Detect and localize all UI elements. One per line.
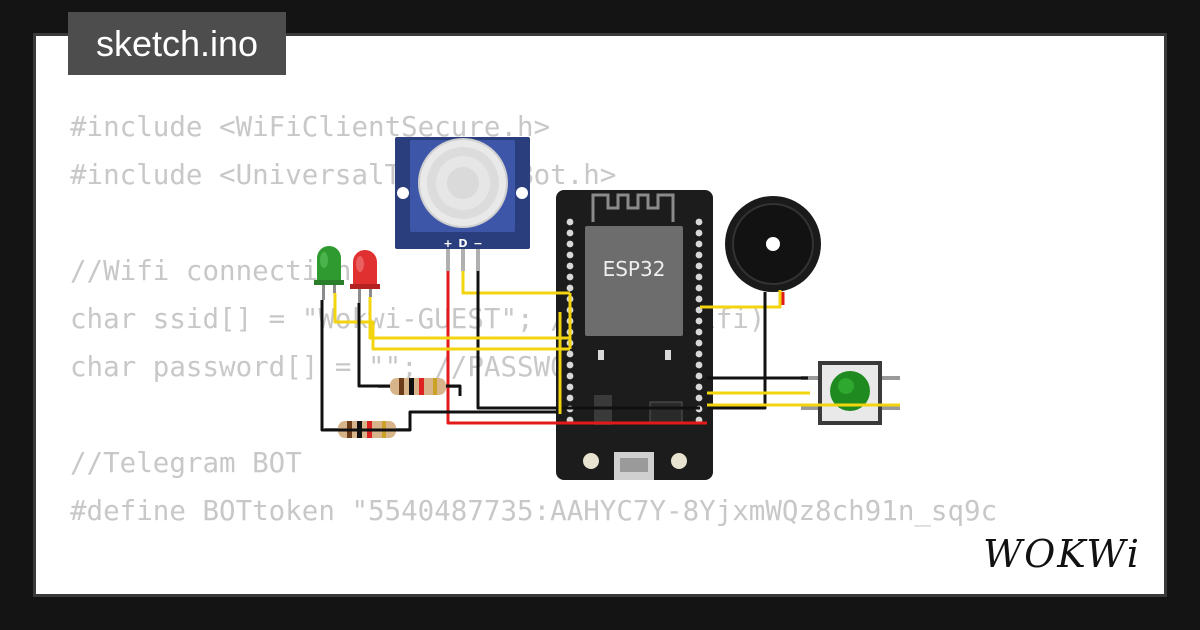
header-pin [566, 394, 574, 402]
wire-led-red [368, 297, 570, 340]
header-pin [695, 218, 703, 226]
wires [320, 271, 900, 432]
header-pin [695, 328, 703, 336]
pir-pin-data-label: D [458, 237, 467, 250]
header-pin [695, 295, 703, 303]
push-button[interactable] [801, 361, 900, 425]
file-tab[interactable]: sketch.ino [68, 12, 286, 75]
header-pin [695, 273, 703, 281]
header-pin [566, 262, 574, 270]
header-pin [695, 251, 703, 259]
code-editor: #include <WiFiClientSecure.h>#include <U… [70, 103, 998, 594]
wire-buzzer-gnd [708, 292, 767, 410]
pir-pin-gnd-label: − [473, 237, 482, 250]
header-pin [695, 383, 703, 391]
pir-pin-vcc-label: + [443, 237, 452, 250]
header-pin [566, 218, 574, 226]
code-line: //Telegram BOT [70, 447, 302, 479]
wire-resistor-1-out [446, 384, 462, 396]
header-pin [566, 240, 574, 248]
header-pin [566, 350, 574, 358]
pir-pin-labels: + D − [443, 237, 482, 250]
wire-buzzer-signal [700, 290, 782, 309]
code-preview-frame: #include <WiFiClientSecure.h>#include <U… [33, 33, 1167, 597]
header-pin [566, 284, 574, 292]
header-pin [566, 372, 574, 380]
red-led[interactable] [350, 250, 380, 303]
header-pin [566, 383, 574, 391]
header-pin [695, 229, 703, 237]
esp32-board[interactable]: ESP32 [556, 190, 713, 480]
header-pin [566, 229, 574, 237]
wire-led-green [333, 293, 570, 351]
header-pin [695, 361, 703, 369]
code-line: WiFiClientSecure client; [70, 583, 997, 594]
wire-resistor-1 [357, 303, 390, 388]
esp32-chip-label: ESP32 [603, 257, 666, 281]
wire-pir-vcc [446, 271, 707, 425]
header-pin [695, 350, 703, 358]
header-pin [695, 372, 703, 380]
header-pin [695, 317, 703, 325]
header-pin [695, 284, 703, 292]
wokwi-logo: WOKWi [983, 532, 1141, 576]
wire-pir-data [461, 271, 570, 295]
wire-gnd-return [320, 300, 560, 432]
pir-sensor[interactable]: + D − [395, 137, 530, 271]
wokwi-logo-text: WOKWi [983, 532, 1141, 576]
header-pin [695, 240, 703, 248]
header-pin [695, 394, 703, 402]
header-pin [566, 251, 574, 259]
header-pin [566, 273, 574, 281]
code-line: #define BOTtoken "5540487735:AAHYC7Y-8Yj… [70, 495, 998, 527]
resistor-1[interactable] [378, 378, 460, 395]
green-led[interactable] [314, 246, 344, 300]
buzzer[interactable] [725, 196, 821, 292]
header-pin [695, 262, 703, 270]
header-pin [566, 361, 574, 369]
header-pin [695, 339, 703, 347]
wire-pir-gnd [476, 271, 700, 410]
